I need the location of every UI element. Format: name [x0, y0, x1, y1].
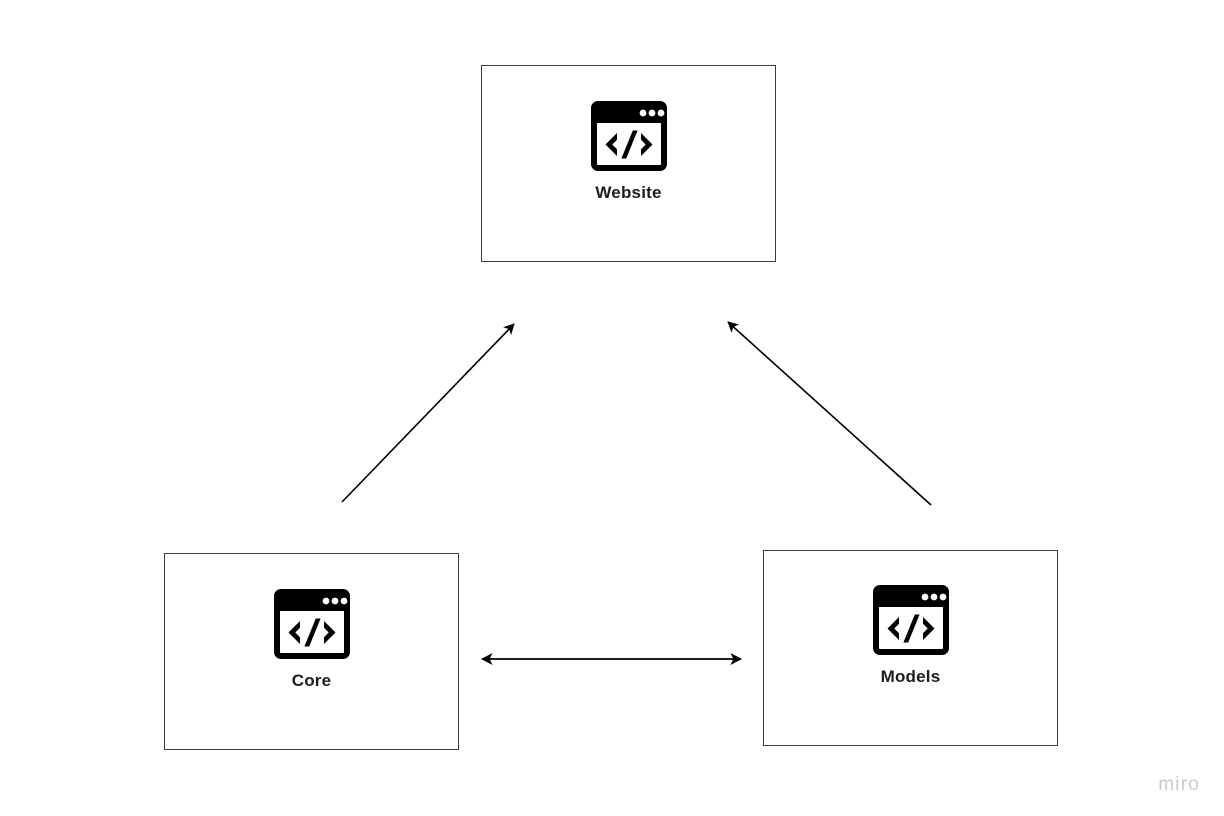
- node-website[interactable]: Website: [481, 65, 776, 262]
- miro-watermark: miro: [1158, 774, 1200, 795]
- node-core-content: Core: [273, 588, 350, 691]
- code-window-icon: [273, 588, 350, 659]
- code-window-icon: [872, 585, 949, 655]
- code-window-icon: [590, 100, 667, 171]
- connector-models-to-website[interactable]: [727, 321, 932, 506]
- connector-core-to-website[interactable]: [341, 323, 515, 503]
- node-website-label: Website: [595, 182, 662, 202]
- node-website-content: Website: [590, 100, 667, 203]
- node-core-label: Core: [291, 670, 332, 690]
- node-models-label: Models: [880, 667, 941, 686]
- node-models-content: Models: [872, 585, 949, 687]
- node-core[interactable]: Core: [164, 553, 459, 750]
- node-models[interactable]: Models: [763, 550, 1058, 746]
